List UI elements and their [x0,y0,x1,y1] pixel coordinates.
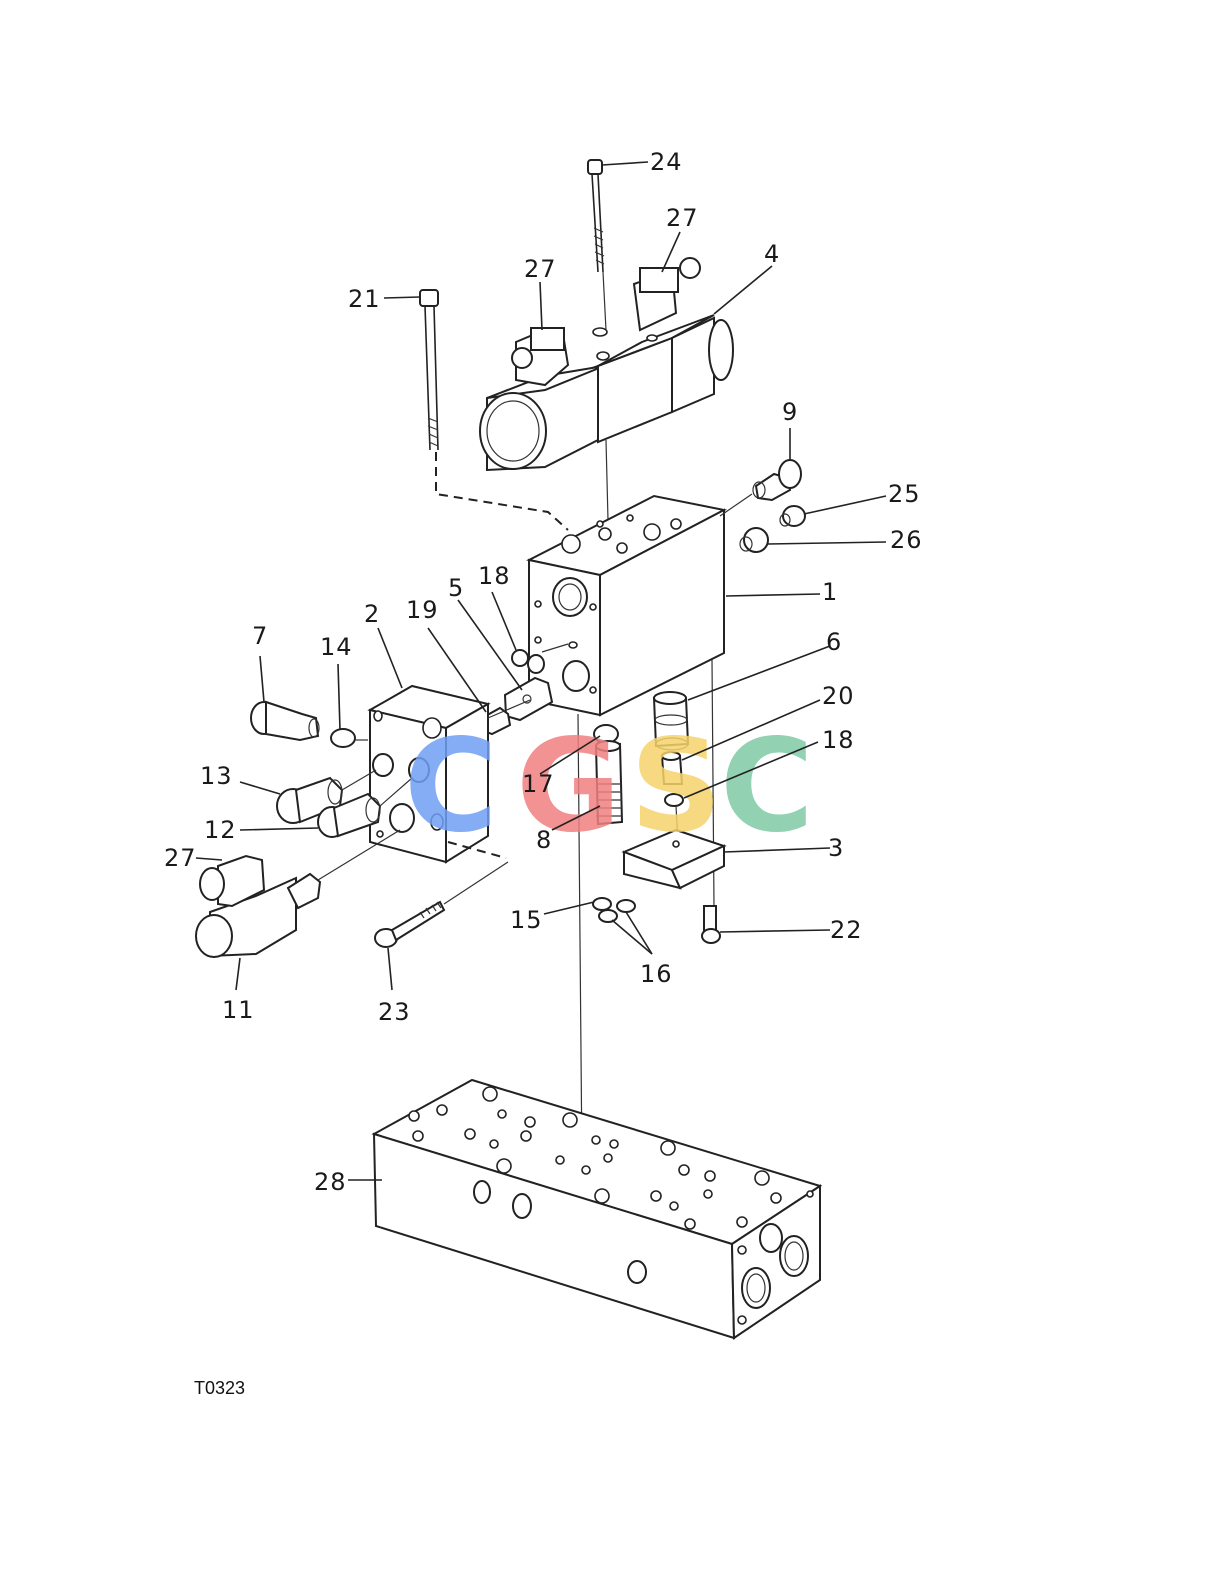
watermark-letter-s: S [630,712,722,861]
solenoid-11 [195,854,322,958]
callout-15: 15 [510,906,543,934]
plug-26 [739,527,769,553]
callout-20: 20 [822,682,855,710]
watermark-letter-c1: C [404,712,498,861]
plug-9 [752,459,802,502]
callout-12: 12 [204,816,237,844]
cover-block-3 [621,828,727,890]
callout-13: 13 [200,762,233,790]
o-rings-15-16 [592,897,636,923]
sub-block-2 [367,684,507,864]
callout-11: 11 [222,996,255,1024]
watermark: C G S C [404,712,814,861]
callout-21: 21 [348,285,381,313]
drawing-code: T0323 [194,1378,245,1398]
callout-22: 22 [830,916,863,944]
cartridge-7 [250,700,320,742]
callout-23: 23 [378,998,411,1026]
bolt-23 [374,861,509,948]
callout-18: 18 [822,726,855,754]
callout-6: 6 [826,628,842,656]
plug-14 [330,728,356,748]
solenoid-valve-4 [479,257,734,472]
callout-17: 17 [522,770,555,798]
cartridge-13 [276,776,344,824]
callout-27: 27 [666,204,699,232]
leader-lines [195,161,887,1181]
bolt-24 [587,159,607,331]
bolt-21 [419,289,569,531]
callout-8: 8 [536,826,552,854]
callout-28: 28 [314,1168,347,1196]
callout-1: 1 [822,578,838,606]
callout-26: 26 [890,526,923,554]
callout-14: 14 [320,633,353,661]
callout-9: 9 [782,398,798,426]
callout-2: 2 [364,600,380,628]
cartridge-8 [594,740,624,826]
cartridge-12 [317,792,382,838]
callout-18: 18 [478,562,511,590]
callout-3: 3 [828,834,844,862]
watermark-letter-c2: C [720,712,814,861]
cartridge-6 [652,691,690,751]
callout-labels: 24 27 27 4 21 9 25 26 1 18 5 19 2 7 14 6… [164,148,923,1196]
callout-16: 16 [640,960,673,988]
plug-25 [779,505,806,527]
callout-24: 24 [650,148,683,176]
o-rings-18 [511,643,569,674]
o-ring-18b [664,793,684,807]
callout-19: 19 [406,596,439,624]
callout-27: 27 [524,255,557,283]
base-manifold-28 [371,1078,823,1340]
screw-22 [701,905,721,944]
watermark-letter-g: G [516,712,621,861]
callout-7: 7 [252,622,268,650]
main-valve-block-1 [526,494,727,717]
callout-27: 27 [164,844,197,872]
spool-20 [660,751,684,785]
callout-5: 5 [448,574,464,602]
callout-4: 4 [764,240,780,268]
callout-25: 25 [888,480,921,508]
